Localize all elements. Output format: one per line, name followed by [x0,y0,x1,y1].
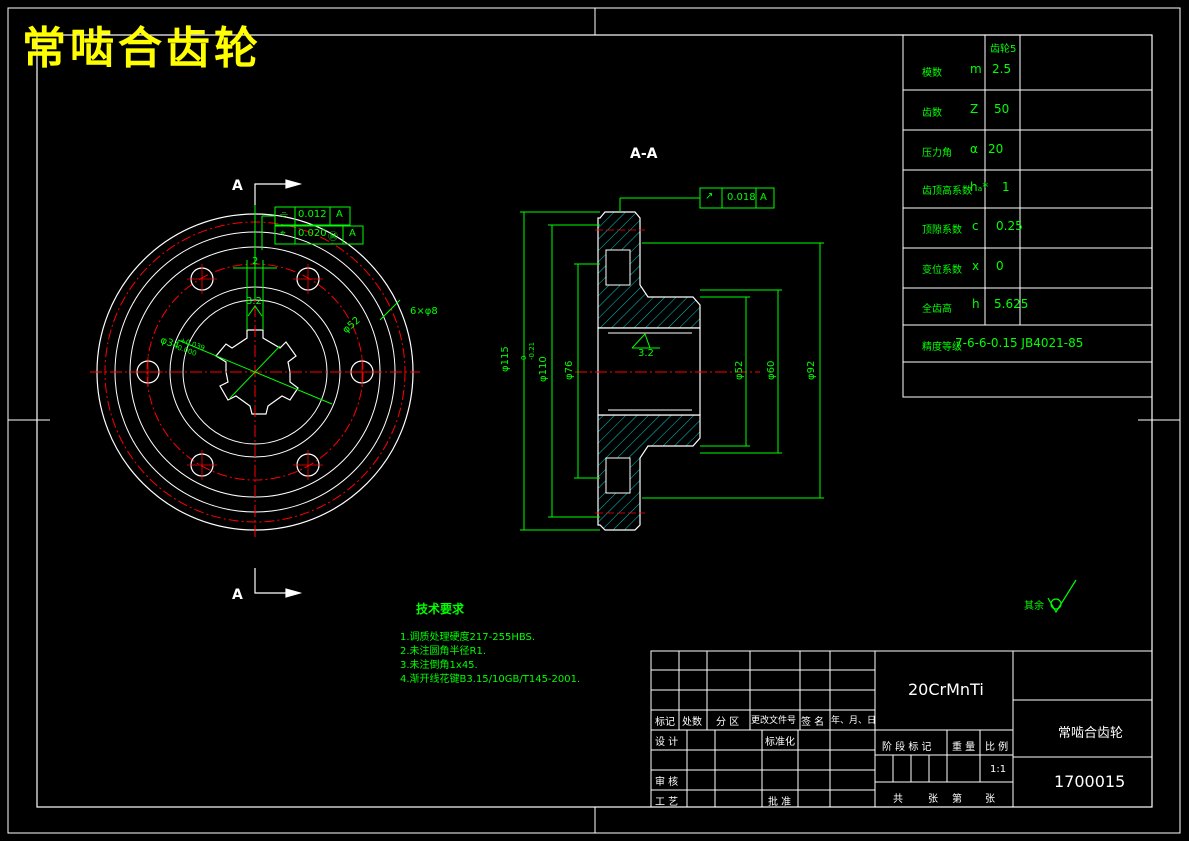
param-symbol: x [972,259,980,273]
section-label: A-A [630,146,658,162]
param-value: 0.25 [996,219,1023,233]
param-name: 顶隙系数 [922,225,962,236]
gear-section-view [520,187,824,531]
param-symbol: Z [970,102,979,116]
tb-header: 更改文件号 [751,716,797,726]
tol-datum: A [336,209,343,220]
tb-header: 处数 [682,717,702,728]
drawing-title: 常啮合齿轮 [22,23,262,74]
center-marks [8,8,1180,833]
param-symbol: hₐ* [970,180,989,194]
param-symbol: c [972,219,979,233]
scale-value: 1:1 [990,764,1007,775]
outer-frame [7,7,1181,834]
param-symbol: h [972,297,980,311]
dim-phi52-section: φ52 [734,360,745,380]
param-name: 压力角 [922,148,952,159]
tol-datum: A [349,228,356,239]
tb-scale: 比 例 [985,742,1009,753]
tb-sheet-unit2: 张 [985,794,995,805]
gear-front-view [90,179,420,598]
param-value: 1 [1002,180,1010,194]
param-symbol: α [970,142,978,156]
dim-phi110: φ110 [538,356,549,382]
tb-header: 签 名 [801,717,825,728]
tb-sheet-no: 第 [952,794,962,805]
tech-req-item: 3.未注倒角1x45. [400,660,478,671]
param-name: 齿顶高系数 [922,186,972,197]
dim-3-2: 3.2 [246,296,262,307]
dim-phi60: φ60 [766,360,777,380]
tb-header: 标记 [655,717,675,728]
param-name: 变位系数 [922,265,962,276]
dim-phi115: φ115 [500,346,511,372]
param-name: 齿数 [922,108,942,119]
tb-sheet-total: 共 [893,794,903,805]
roughness-value: 3.2 [638,348,654,359]
param-symbol: m [970,62,982,76]
param-value: 5.625 [994,297,1029,311]
title-block [650,650,1153,808]
dim-phi115-tol: 0 -0.21 [520,341,536,360]
param-name: 全齿高 [922,304,952,315]
tb-weight: 重 量 [952,742,976,753]
tb-sheet-unit: 张 [928,794,938,805]
tb-header: 年、月、日 [831,716,877,726]
tol-symbol-icon: ↗ [705,191,714,202]
tb-approve: 批 准 [768,797,792,808]
tol-value: 0.018 [727,192,756,203]
param-name: 精度等级 [922,342,962,353]
drawing-number: 1700015 [1054,772,1126,791]
param-value: 2.5 [992,62,1012,76]
tol-frame-section [699,187,775,209]
tol-value: 0.020 [298,228,327,239]
param-value: 20 [988,142,1004,156]
section-mark-bottom: A [232,587,243,603]
section-mark-top: A [232,178,243,194]
param-value: 50 [994,102,1010,116]
dim-phi92: φ92 [806,360,817,380]
tb-design: 设 计 [655,737,679,748]
tb-header: 分 区 [716,717,740,728]
param-value: 7-6-6-0.15 JB4021-85 [955,336,1084,350]
roughness-other-label: 其余 [1024,601,1044,612]
tb-process: 工 艺 [655,797,679,808]
dim-phi76: φ76 [564,360,575,380]
tol-symbol-icon: ⌯ [280,209,288,220]
tol-symbol-icon: ⌖ [280,228,286,239]
param-name: 模数 [922,68,942,79]
tol-datum: A [760,192,767,203]
tol-frames-left [261,206,364,250]
tech-req-item: 4.渐开线花键B3.15/10GB/T145-2001. [400,674,581,685]
tb-check: 审 核 [655,777,679,788]
tech-req-title: 技术要求 [416,602,465,616]
dim-2: 2 [252,256,259,267]
part-name: 常啮合齿轮 [1058,726,1124,741]
tech-req-item: 2.未注圆角半径R1. [400,646,487,657]
material: 20CrMnTi [908,680,984,699]
tol-modifier: Ⓜ [328,232,338,243]
params-table [902,34,1153,398]
tech-req-item: 1.调质处理硬度217-255HBS. [400,632,536,643]
tb-std: 标准化 [765,737,795,748]
roughness-mark [1047,579,1077,614]
tb-stage: 阶 段 标 记 [882,742,932,753]
params-header: 齿轮5 [990,44,1017,55]
dim-holes: 6×φ8 [410,306,438,317]
param-value: 0 [996,259,1004,273]
tol-value: 0.012 [298,209,327,220]
